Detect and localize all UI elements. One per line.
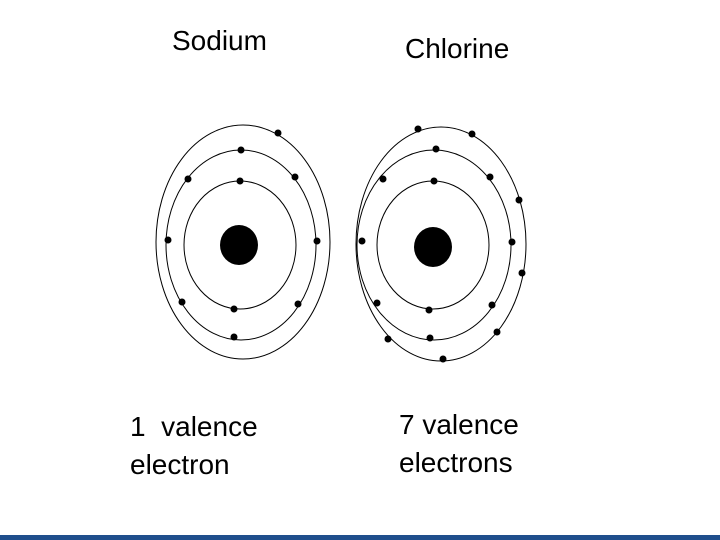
sodium-electron bbox=[294, 300, 302, 308]
sodium-electron bbox=[184, 175, 192, 183]
chlorine-electron bbox=[488, 301, 496, 309]
chlorine-electron bbox=[414, 125, 422, 133]
sodium-electron bbox=[237, 146, 245, 154]
chlorine-electrons bbox=[358, 125, 526, 363]
chlorine-electron bbox=[493, 328, 501, 336]
chlorine-caption-line2: electrons bbox=[399, 447, 513, 478]
slide-bottom-bar bbox=[0, 535, 720, 540]
sodium-electron bbox=[230, 305, 238, 313]
sodium-electron bbox=[230, 333, 238, 341]
chlorine-electron bbox=[430, 177, 438, 185]
sodium-electron bbox=[164, 236, 172, 244]
chlorine-electron bbox=[432, 145, 440, 153]
chlorine-valence-caption: 7 valence electrons bbox=[399, 406, 519, 482]
chlorine-nucleus bbox=[414, 227, 452, 267]
chlorine-electron bbox=[508, 238, 516, 246]
chlorine-electron bbox=[515, 196, 523, 204]
sodium-electron bbox=[274, 129, 282, 137]
sodium-valence-caption: 1 valence electron bbox=[130, 408, 258, 484]
sodium-nucleus bbox=[220, 225, 258, 265]
chlorine-electron bbox=[426, 334, 434, 342]
sodium-shell-3 bbox=[155, 124, 331, 360]
chlorine-electron bbox=[439, 355, 447, 363]
sodium-electron bbox=[313, 237, 321, 245]
chlorine-electron bbox=[384, 335, 392, 343]
chlorine-electron bbox=[358, 237, 366, 245]
chlorine-electron bbox=[518, 269, 526, 277]
chlorine-electron bbox=[379, 175, 387, 183]
sodium-electrons bbox=[164, 129, 321, 341]
chlorine-electron bbox=[425, 306, 433, 314]
sodium-electron bbox=[236, 177, 244, 185]
chlorine-atom bbox=[355, 125, 527, 363]
sodium-caption-line2: electron bbox=[130, 449, 230, 480]
chlorine-electron bbox=[468, 130, 476, 138]
sodium-electron bbox=[291, 173, 299, 181]
chlorine-electron bbox=[486, 173, 494, 181]
chlorine-caption-line1: 7 valence bbox=[399, 409, 519, 440]
chlorine-title: Chlorine bbox=[405, 33, 510, 64]
chlorine-electron bbox=[373, 299, 381, 307]
sodium-electron bbox=[178, 298, 186, 306]
sodium-title: Sodium bbox=[172, 25, 267, 56]
sodium-atom bbox=[155, 124, 331, 360]
sodium-caption-line1: 1 valence bbox=[130, 411, 258, 442]
